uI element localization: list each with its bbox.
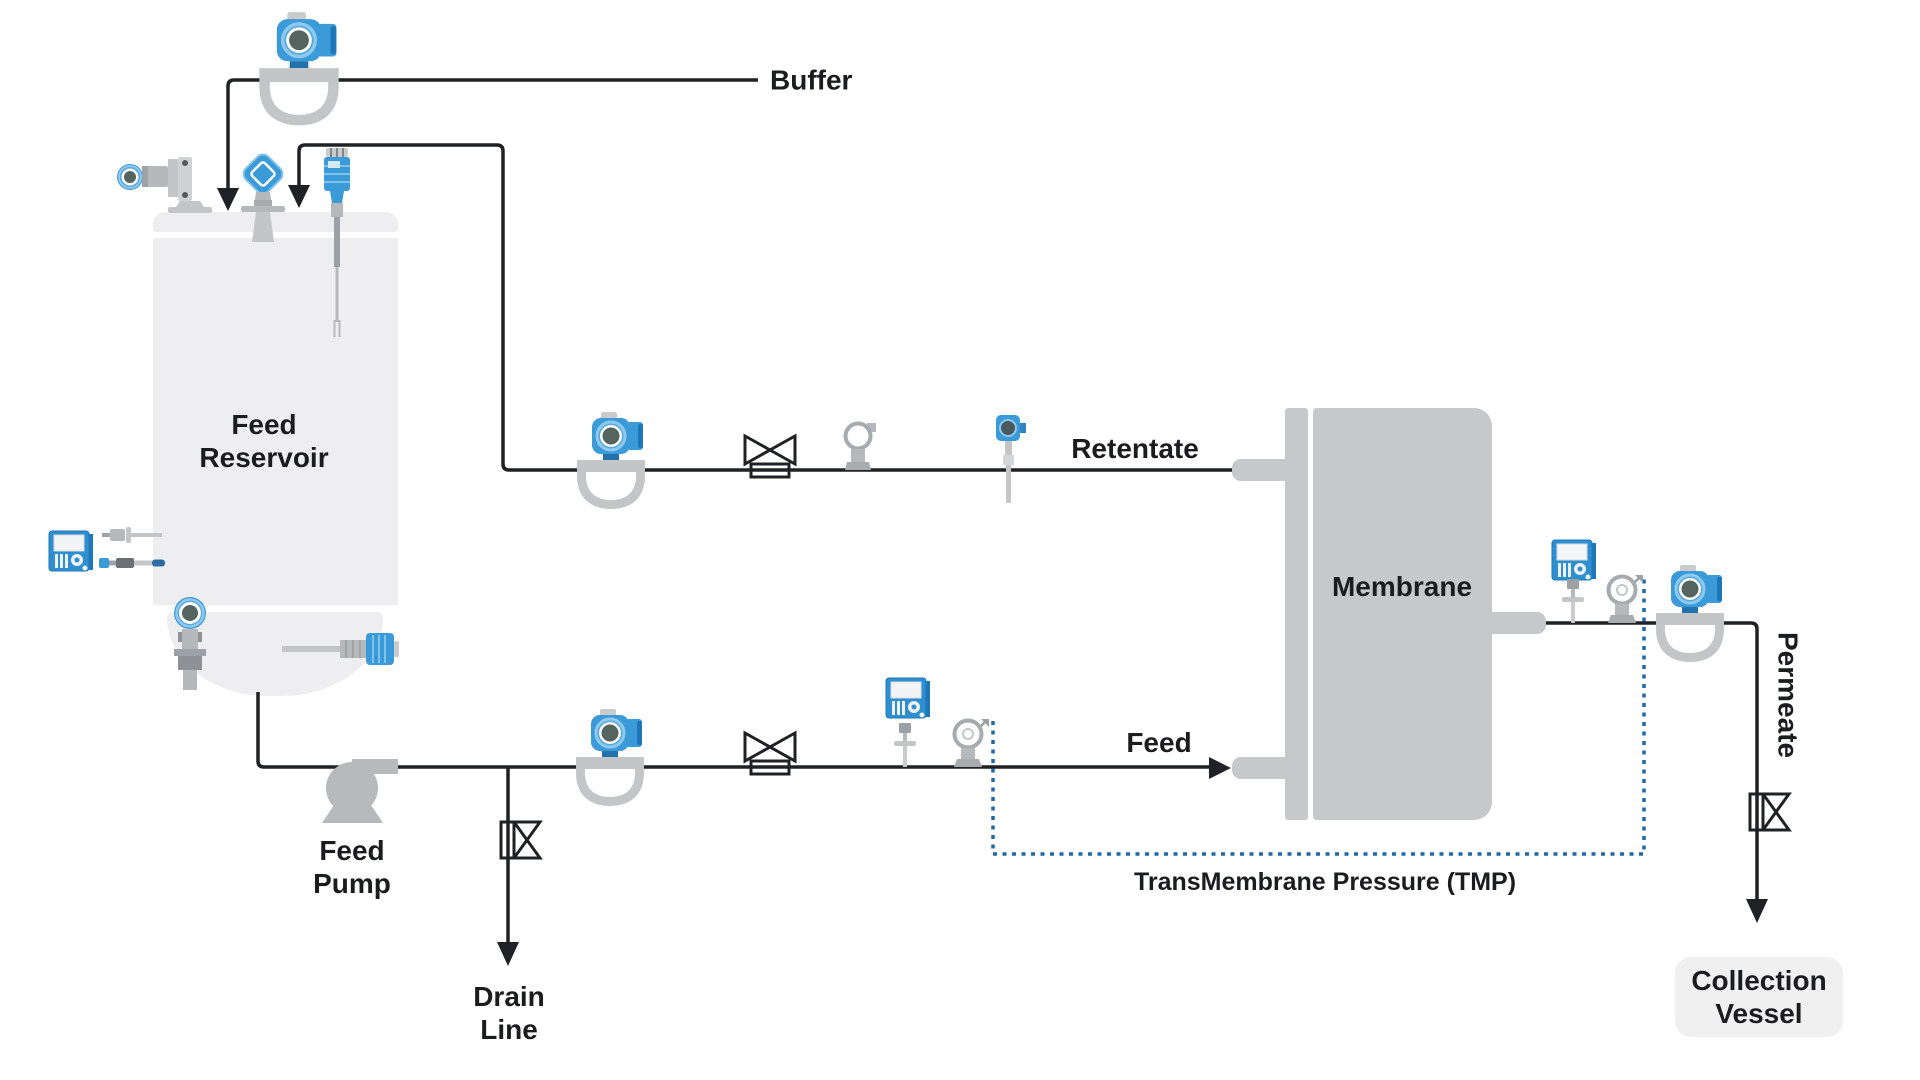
feed-reservoir-label: Feed Reservoir [199,409,329,473]
membrane-cassette-strip [1285,408,1308,820]
tank-side-probe-icon [102,527,162,543]
feed-pressure-gauge-icon [952,717,991,769]
membrane-permeate-port [1468,612,1546,634]
feed-line [256,692,1211,769]
permeate-valve-icon [1748,792,1791,832]
retentate-flowmeter-icon [575,410,647,511]
feed-inlet-arrow [1209,757,1231,779]
drain-line-label: Drain Line [473,981,545,1045]
permeate-conductivity-probe-icon [1562,579,1584,623]
permeate-flowmeter-icon [1654,563,1726,664]
retentate-line [297,143,1244,472]
tank-bottom-pressure-transmitter-icon [172,595,208,692]
feed-reservoir-tank [153,238,398,605]
membrane-retentate-port [1232,459,1294,481]
flow-arrows [217,185,1768,966]
permeate-label: Permeate [1772,631,1804,759]
buffer-inlet-arrow [217,188,239,211]
retentate-valve-icon [743,434,797,479]
retentate-pressure-transmitter-icon [843,421,878,472]
radar-level-sensor-icon [239,150,287,244]
feed-valve-icon [743,731,797,776]
drain-valve-icon [499,820,542,860]
retentate-label: Retentate [1071,433,1199,464]
retentate-return-arrow [288,185,310,208]
buffer-flowmeter-icon [257,10,341,128]
feed-label: Feed [1126,727,1192,758]
feed-pump-icon [322,759,398,823]
collection-vessel-label: Collection Vessel [1691,965,1827,1029]
feed-conductivity-probe-icon [894,723,916,767]
feed-flowmeter-icon [574,707,646,808]
tmp-label: TransMembrane Pressure (TMP) [1133,868,1517,896]
permeate-line [1494,621,1759,901]
membrane-label: Membrane [1331,571,1473,602]
retentate-temperature-sensor-icon [996,415,1026,503]
tank-ph-sensor-icon [99,558,165,568]
level-probe-icon [323,147,351,338]
membrane-housing [1313,408,1492,820]
tank-top-pressure-transmitter-icon [116,156,213,214]
tmp-dashed-loop [991,577,1646,856]
reservoir-analyzer-icon [48,530,94,572]
collection-vessel: Collection Vessel [1675,957,1843,1037]
buffer-line [226,78,758,190]
feed-analyzer-icon [885,677,931,719]
permeate-pressure-gauge-icon [1606,573,1645,625]
buffer-label: Buffer [770,64,853,96]
tank-temperature-sensor-icon [281,632,400,666]
drain-arrow [497,942,519,966]
feed-pump-label: Feed Pump [313,835,391,899]
permeate-outlet-arrow [1746,899,1768,923]
membrane-feed-port [1232,757,1294,779]
